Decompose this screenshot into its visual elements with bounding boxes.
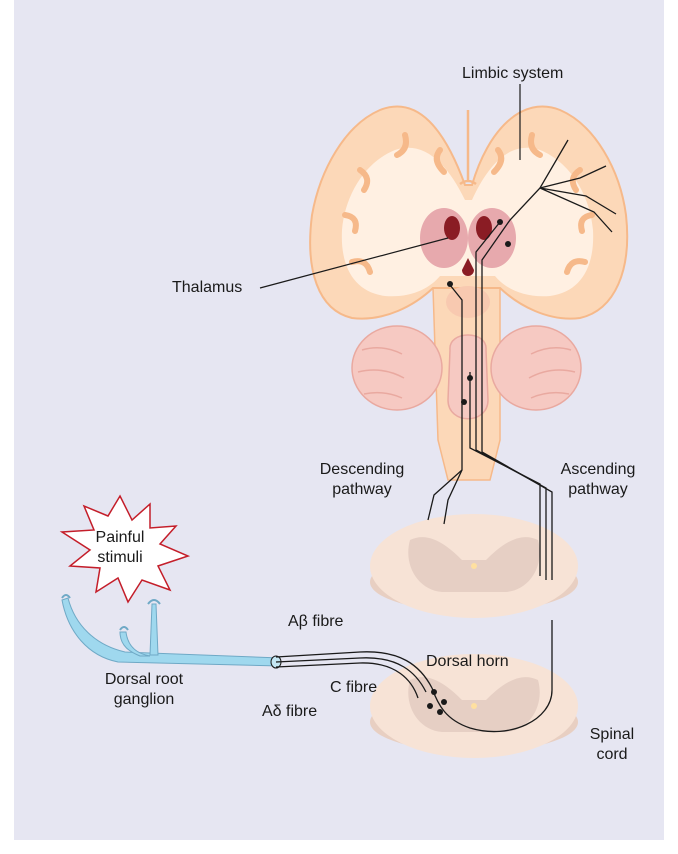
label-descending-line2: pathway: [312, 480, 412, 500]
label-a-delta-fibre: Aδ fibre: [262, 702, 317, 722]
label-painful-line2: stimuli: [82, 548, 158, 568]
label-ascending-line1: Ascending: [548, 460, 648, 480]
label-thalamus: Thalamus: [172, 278, 242, 298]
label-descending-pathway: Descending pathway: [312, 460, 412, 500]
label-c-fibre: C fibre: [330, 678, 377, 698]
label-ascending-line2: pathway: [548, 480, 648, 500]
label-dorsal-horn: Dorsal horn: [426, 652, 509, 672]
cerebellum-right: [491, 326, 581, 410]
label-limbic-system: Limbic system: [462, 64, 563, 84]
label-drg-line2: ganglion: [84, 690, 204, 710]
label-drg-line1: Dorsal root: [84, 670, 204, 690]
peripheral-nerve: [62, 595, 281, 668]
cerebellum-left: [352, 326, 442, 410]
label-dorsal-root-ganglion: Dorsal root ganglion: [84, 670, 204, 710]
label-a-beta-fibre: Aβ fibre: [288, 612, 343, 632]
midbrain: [446, 286, 490, 318]
label-ascending-pathway: Ascending pathway: [548, 460, 648, 500]
label-spinal-cord: Spinal cord: [582, 725, 642, 765]
label-descending-line1: Descending: [312, 460, 412, 480]
thalamus-right: [468, 208, 516, 268]
spinal-cord-upper: [370, 514, 578, 618]
label-painful-stimuli: Painful stimuli: [82, 528, 158, 568]
brain: [310, 107, 627, 480]
label-spinal-line2: cord: [582, 745, 642, 765]
thalamus-left: [420, 208, 468, 268]
label-painful-line1: Painful: [82, 528, 158, 548]
label-spinal-line1: Spinal: [582, 725, 642, 745]
